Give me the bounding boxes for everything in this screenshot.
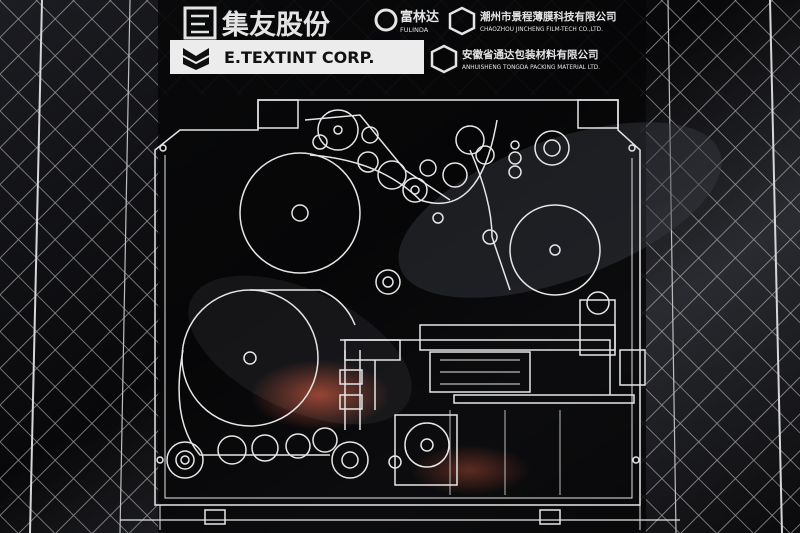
etextint-logo-icon — [183, 48, 209, 70]
logo-fulinda: 富林达 FULINDA — [374, 8, 439, 34]
jincheng-name: 潮州市景程薄膜科技有限公司 — [480, 10, 617, 23]
box-lower-center — [394, 414, 458, 486]
red-glare — [250, 360, 390, 430]
roll-upper-left — [239, 152, 361, 274]
jincheng-sub: CHAOZHOU JINCHENG FILM-TECH CO.,LTD. — [480, 27, 603, 33]
wire-mesh-left — [0, 0, 160, 533]
gear-top — [317, 109, 359, 151]
jincheng-logo-icon — [448, 6, 476, 36]
fulinda-logo-icon — [374, 8, 398, 32]
unit-right-top — [534, 130, 570, 166]
logo-jincheng: 潮州市景程薄膜科技有限公司 CHAOZHOU JINCHENG FILM-TEC… — [448, 6, 617, 36]
logo-tongda: 安徽省通达包装材料有限公司 ANHUISHENG TONGDA PACKING … — [430, 44, 600, 74]
tongda-logo-icon — [430, 44, 458, 74]
roller-lower-mid — [331, 441, 369, 479]
etextint-name: E.TEXTINT CORP. — [224, 48, 374, 67]
jiyou-name: 集友股份 — [221, 9, 330, 41]
tongda-sub: ANHUISHENG TONGDA PACKING MATERIAL LTD. — [462, 65, 600, 71]
roll-right — [509, 204, 601, 296]
machine-diagram — [120, 99, 680, 530]
wire-mesh-right — [640, 0, 800, 533]
fulinda-sub: FULINDA — [400, 26, 429, 34]
tongda-name: 安徽省通达包装材料有限公司 — [462, 48, 599, 61]
etextint-banner — [170, 40, 424, 74]
jiyou-logo-icon — [183, 6, 217, 40]
logo-jiyou: 集友股份 — [183, 6, 330, 41]
logo-etextint: E.TEXTINT CORP. — [170, 40, 424, 74]
print-panel — [158, 0, 646, 533]
roller-lower-left — [166, 441, 204, 479]
fulinda-name: 富林达 — [400, 9, 439, 25]
